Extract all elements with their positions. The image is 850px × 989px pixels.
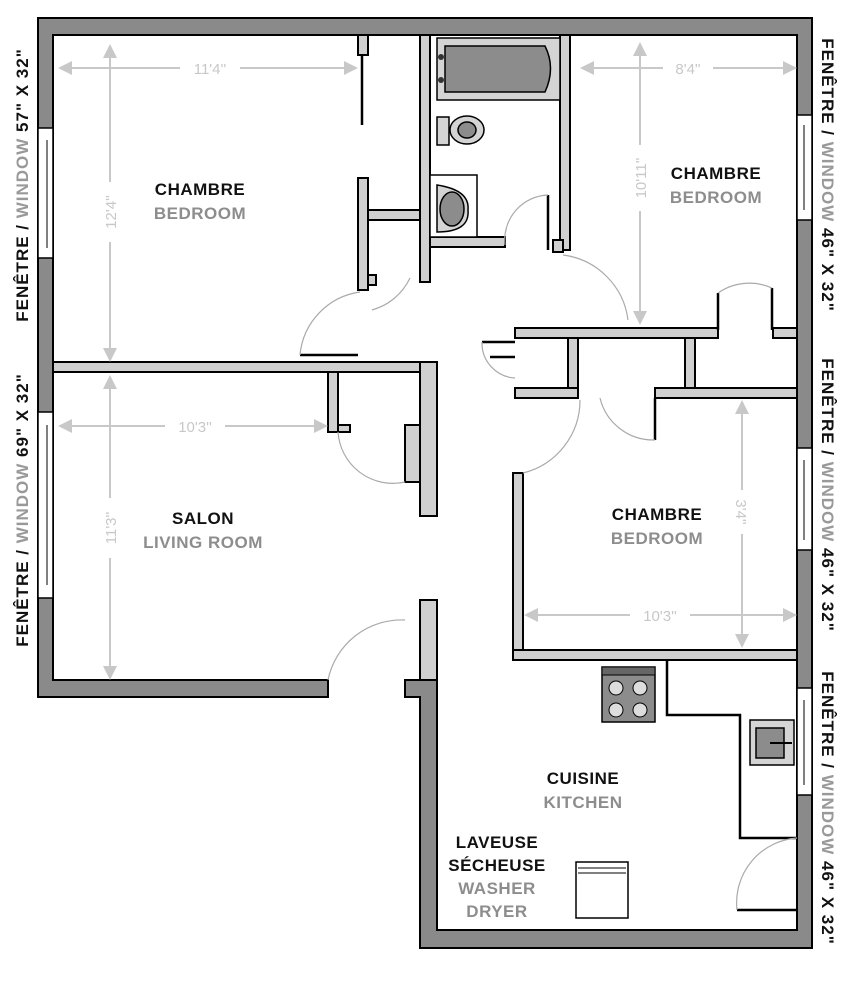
dim-bedroom-3-width: 10'3'' bbox=[643, 608, 677, 625]
toilet-icon bbox=[436, 115, 485, 146]
kitchen-label-fr: CUISINE bbox=[547, 769, 619, 788]
bedroom-3-label-en: BEDROOM bbox=[611, 529, 703, 548]
kitchen-label-en: KITCHEN bbox=[543, 793, 622, 812]
doors bbox=[299, 194, 798, 911]
door-kitchen bbox=[736, 837, 798, 911]
door-bedroom-1 bbox=[299, 291, 361, 356]
laundry-label-en-1: WASHER bbox=[458, 879, 536, 898]
kitchen-sink-icon bbox=[749, 719, 795, 766]
window-left-1 bbox=[37, 127, 54, 259]
door-bedroom-2 bbox=[562, 254, 629, 321]
dim-bedroom-1-depth: 12'4'' bbox=[103, 195, 120, 229]
bedroom-2-label-fr: CHAMBRE bbox=[671, 164, 761, 183]
dim-living-room-depth: 11'3'' bbox=[103, 512, 120, 545]
bedroom-2-label-en: BEDROOM bbox=[670, 188, 762, 207]
window-right-2-label: FENÊTRE / WINDOW 46" X 32" bbox=[818, 358, 837, 632]
door-bedroom-3 bbox=[522, 399, 581, 474]
washer-dryer-icon bbox=[575, 861, 629, 919]
dim-bedroom-1-width: 11'4'' bbox=[194, 61, 227, 78]
laundry-label-en-2: DRYER bbox=[466, 902, 527, 921]
bedroom-3-label-fr: CHAMBRE bbox=[612, 505, 702, 524]
door-closet bbox=[337, 431, 406, 484]
bedroom-1-label-en: BEDROOM bbox=[154, 204, 246, 223]
windows bbox=[37, 114, 813, 796]
laundry-label-fr-2: SÉCHEUSE bbox=[448, 856, 546, 875]
window-right-3-label: FENÊTRE / WINDOW 46" X 32" bbox=[818, 671, 837, 945]
window-left-2 bbox=[37, 411, 54, 599]
interior-walls bbox=[52, 34, 798, 912]
door-bathroom bbox=[504, 194, 549, 246]
dim-bedroom-2-depth: 10'11'' bbox=[633, 157, 650, 198]
living-room-label-en: LIVING ROOM bbox=[143, 533, 263, 552]
bedroom-1-label-fr: CHAMBRE bbox=[155, 180, 245, 199]
fixtures bbox=[429, 37, 795, 919]
window-left-2-label: FENÊTRE / WINDOW 69" X 32" bbox=[13, 373, 32, 647]
dim-living-room-width: 10'3'' bbox=[178, 419, 212, 436]
stove-icon bbox=[601, 666, 656, 723]
window-left-1-label: FENÊTRE / WINDOW 57" X 32" bbox=[13, 48, 32, 322]
window-right-1-label: FENÊTRE / WINDOW 46" X 32" bbox=[818, 38, 837, 312]
living-room-label-fr: SALON bbox=[172, 509, 234, 528]
laundry-label-fr-1: LAVEUSE bbox=[456, 833, 539, 852]
exterior-walls bbox=[37, 17, 813, 949]
bathroom-sink-icon bbox=[429, 174, 478, 238]
door-entrance bbox=[327, 619, 406, 681]
dim-bedroom-2-width: 8'4'' bbox=[675, 61, 700, 78]
dim-bedroom-3-depth: 3'4'' bbox=[732, 499, 749, 524]
